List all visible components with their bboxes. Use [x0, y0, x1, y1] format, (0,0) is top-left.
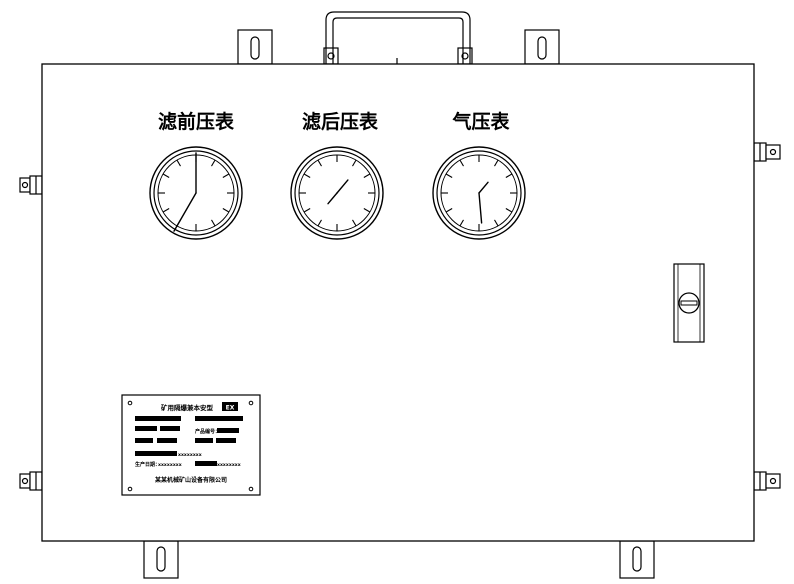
nameplate-placeholder: xxxxxxxx: [217, 463, 241, 468]
gauge-tick: [445, 173, 453, 178]
gauge-needle: [478, 192, 483, 224]
gauge-tick: [352, 159, 357, 167]
nameplate-field-bar: [135, 426, 157, 431]
gauge-tick: [352, 219, 357, 227]
gauge-tick: [222, 173, 230, 178]
gauge-tick: [176, 159, 181, 167]
gauge-bezel-inner: [436, 150, 522, 236]
nameplate-placeholder: xxxxxxxx: [178, 453, 202, 458]
nameplate-rivet-icon: [127, 400, 133, 406]
gauge-bezel-inner: [153, 150, 239, 236]
nameplate: 矿用隔爆兼本安型 EX 产品编号： xxxxxxxx 生产日期： xxxxxxx…: [121, 394, 261, 496]
nameplate-placeholder: xxxxxxxx: [158, 463, 182, 468]
carry-handle: [323, 11, 473, 65]
nameplate-date-label: 生产日期：: [135, 461, 160, 468]
gauge-tick: [317, 159, 322, 167]
ex-mark-text: EX: [226, 405, 235, 412]
nameplate-field-bar: [217, 428, 239, 433]
gauge-tick: [494, 159, 499, 167]
nameplate-field-bar: [195, 461, 217, 466]
pressure-gauge-post-filter: [290, 146, 384, 240]
gauge-label-air-pressure: 气压表: [451, 110, 510, 133]
mounting-lug-bottom-left: [143, 540, 179, 579]
gauge-tick: [303, 173, 311, 178]
gauge-tick: [445, 208, 453, 213]
nameplate-field-bar: [195, 438, 213, 443]
nameplate-rivet-icon: [127, 486, 133, 492]
gauge-tick: [505, 208, 513, 213]
mounting-lug-top-left: [237, 29, 273, 65]
gauge-needle: [336, 179, 349, 194]
gauge-tick: [211, 159, 216, 167]
nameplate-manufacturer: 某某机械矿山设备有限公司: [155, 476, 227, 484]
nameplate-field-bar: [195, 416, 243, 421]
gauge-bezel-inner: [294, 150, 380, 236]
gauge-tick: [459, 159, 464, 167]
gauge-label-post-filter: 滤后压表: [302, 110, 379, 133]
nameplate-field-bar: [135, 416, 181, 421]
nameplate-rivet-icon: [248, 400, 254, 406]
gauge-needle: [478, 181, 489, 194]
gauge-label-pre-filter: 滤前压表: [158, 110, 235, 133]
nameplate-field-bar: [135, 438, 153, 443]
nameplate-field-bar: [216, 438, 236, 443]
nameplate-title: 矿用隔爆兼本安型: [161, 403, 214, 412]
door-latch[interactable]: [673, 263, 705, 343]
mounting-lug-bottom-right: [619, 540, 655, 579]
gauge-tick: [317, 219, 322, 227]
gauge-tick: [494, 219, 499, 227]
gauge-tick: [505, 173, 513, 178]
gauge-tick: [162, 173, 170, 178]
pressure-gauge-pre-filter: [149, 146, 243, 240]
gauge-tick: [162, 208, 170, 213]
pressure-gauge-air: [432, 146, 526, 240]
side-fitting-left-lower: [19, 471, 43, 491]
gauge-needle: [173, 192, 197, 232]
nameplate-field-bar: [160, 426, 180, 431]
gauge-tick: [303, 208, 311, 213]
gauge-needle: [327, 192, 338, 205]
gauge-tick: [211, 219, 216, 227]
side-fitting-left-upper: [19, 175, 43, 195]
nameplate-field-bar: [135, 451, 177, 456]
gauge-tick: [459, 219, 464, 227]
mounting-lug-top-right: [524, 29, 560, 65]
side-fitting-right-upper: [753, 142, 781, 162]
nameplate-rivet-icon: [248, 486, 254, 492]
ex-mark-icon: [222, 402, 238, 411]
gauge-tick: [363, 208, 371, 213]
side-fitting-right-lower: [753, 471, 781, 491]
nameplate-field-bar: [157, 438, 177, 443]
gauge-tick: [363, 173, 371, 178]
nameplate-field-label: 产品编号：: [195, 428, 220, 435]
gauge-tick: [222, 208, 230, 213]
